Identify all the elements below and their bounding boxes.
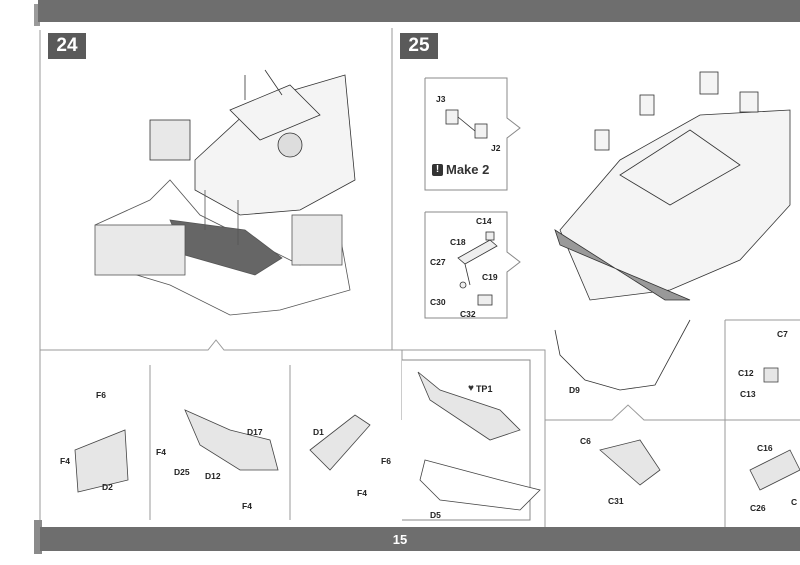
step-25-hull <box>554 71 791 391</box>
warning-icon: ! <box>432 163 443 176</box>
tp-text: TP1 <box>475 383 493 394</box>
label-f4-d: F4 <box>357 488 367 498</box>
label-f6-b: F6 <box>381 456 391 466</box>
make-quantity-text: Make 2 <box>446 162 490 177</box>
label-d25: D25 <box>174 467 190 477</box>
label-c-cut: C <box>791 497 798 507</box>
label-f4-b: F4 <box>156 447 166 457</box>
paint-marker-icon: ♥ <box>468 383 474 394</box>
bottom-bar <box>40 527 800 551</box>
step-25-badge: 25 <box>400 33 438 59</box>
label-c18: C18 <box>450 237 466 247</box>
label-d12: D12 <box>205 471 221 481</box>
parts-j2-j3 <box>445 109 488 139</box>
label-c6: C6 <box>580 436 591 446</box>
label-f6-a: F6 <box>96 390 106 400</box>
label-d17: D17 <box>247 427 263 437</box>
label-j3: J3 <box>436 94 446 104</box>
label-c16: C16 <box>757 443 773 453</box>
label-c14: C14 <box>476 216 492 226</box>
label-d9: D9 <box>569 385 580 395</box>
label-c31: C31 <box>608 496 624 506</box>
label-c13: C13 <box>740 389 756 399</box>
label-c19: C19 <box>482 272 498 282</box>
label-c26: C26 <box>750 503 766 513</box>
label-c30: C30 <box>430 297 446 307</box>
parts-c-cluster <box>457 231 498 306</box>
top-bar <box>38 0 800 22</box>
page-number: 15 <box>392 531 408 547</box>
top-bar-edge <box>34 4 40 26</box>
make-quantity-callout: ! Make 2 <box>432 162 489 177</box>
detail-sketches <box>74 367 800 511</box>
label-f4-a: F4 <box>60 456 70 466</box>
step-24-skirts <box>94 179 351 316</box>
bottom-bar-edge <box>34 520 42 554</box>
tp-callout: ♥ TP1 <box>468 383 492 394</box>
label-j2: J2 <box>491 143 501 153</box>
label-c7: C7 <box>777 329 788 339</box>
label-d2: D2 <box>102 482 113 492</box>
label-c12: C12 <box>738 368 754 378</box>
label-c32: C32 <box>460 309 476 319</box>
label-d1: D1 <box>313 427 324 437</box>
label-c27: C27 <box>430 257 446 267</box>
step-24-badge: 24 <box>48 33 86 59</box>
step-24-hull <box>149 69 356 216</box>
label-f4-c: F4 <box>242 501 252 511</box>
label-d5: D5 <box>430 510 441 520</box>
callout-boxes <box>402 77 531 521</box>
panel-frames <box>39 28 800 527</box>
